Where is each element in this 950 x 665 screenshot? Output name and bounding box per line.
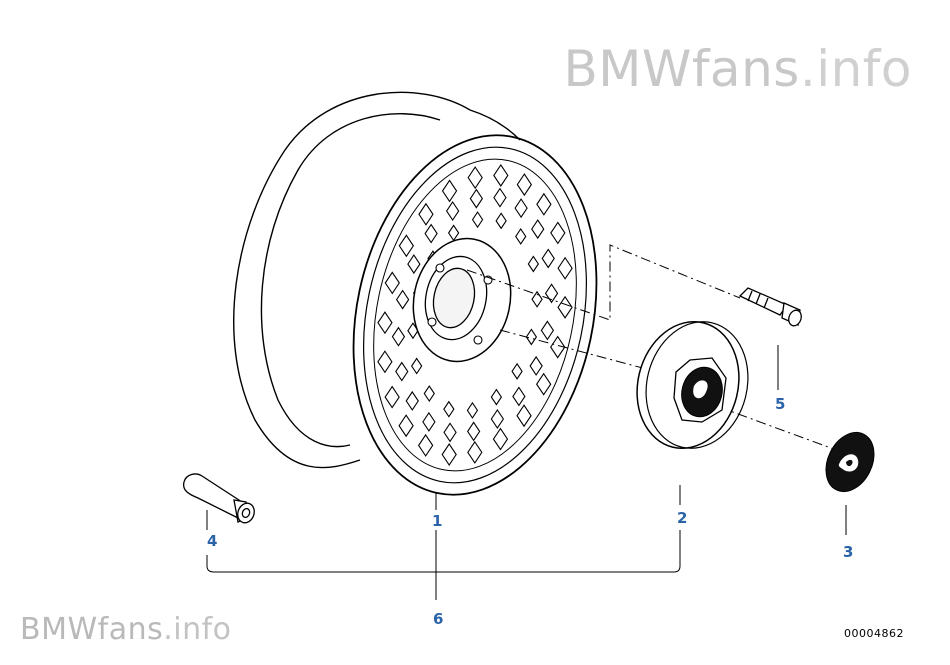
- spoke-opening: [407, 254, 421, 275]
- wheel-bolt: [738, 287, 802, 327]
- spoke-opening: [441, 443, 457, 467]
- spoke-opening: [377, 311, 393, 335]
- spoke-opening: [541, 248, 555, 269]
- spoke-opening: [405, 390, 419, 411]
- spoke-opening: [515, 227, 527, 245]
- spoke-opening: [544, 283, 559, 304]
- spoke-opening: [469, 188, 484, 209]
- watermark-bottom: BMWfans.info: [20, 612, 232, 647]
- spoke-opening: [447, 224, 460, 242]
- spoke-opening: [467, 440, 483, 464]
- leader-lines: [206, 345, 847, 600]
- spoke-opening: [540, 320, 555, 341]
- spoke-opening: [443, 400, 455, 418]
- spoke-opening: [490, 409, 505, 429]
- spoke-opening: [557, 295, 573, 319]
- watermark-top: BMWfans.info: [563, 40, 912, 98]
- spoke-opening: [516, 404, 532, 428]
- spoke-opening: [525, 328, 538, 346]
- spoke-opening: [527, 255, 539, 273]
- spoke-opening: [471, 211, 484, 229]
- spoke-opening: [391, 326, 406, 347]
- callout-2: 2: [677, 509, 688, 527]
- spoke-opening: [377, 350, 393, 374]
- spoke-lattice: [377, 163, 573, 467]
- spoke-opening: [384, 271, 400, 295]
- spoke-opening: [422, 411, 436, 432]
- spoke-opening: [516, 173, 533, 197]
- emblem-badge: [825, 432, 875, 492]
- spoke-opening: [493, 187, 507, 208]
- spoke-opening: [418, 202, 434, 226]
- spoke-opening: [398, 414, 414, 438]
- spoke-opening: [467, 166, 483, 190]
- spoke-opening: [424, 223, 438, 244]
- spoke-opening: [512, 386, 526, 407]
- spoke-opening: [535, 372, 552, 396]
- spoke-opening: [511, 362, 523, 380]
- spoke-opening: [417, 433, 434, 457]
- spoke-opening: [443, 422, 457, 443]
- spoke-opening: [531, 219, 545, 240]
- spoke-opening: [441, 179, 458, 203]
- spoke-opening: [550, 221, 566, 245]
- spoke-opening: [395, 289, 410, 310]
- spoke-opening: [529, 355, 543, 376]
- reference-number: 00004862: [844, 627, 904, 640]
- spoke-opening: [514, 198, 528, 219]
- spoke-opening: [531, 290, 543, 308]
- tyre-valve: [182, 473, 255, 524]
- spoke-opening: [536, 192, 552, 216]
- wheel-hub: [412, 237, 512, 363]
- spoke-opening: [557, 256, 573, 280]
- callout-3: 3: [843, 543, 854, 561]
- callout-1: 1: [432, 512, 443, 530]
- spoke-opening: [492, 427, 509, 451]
- spoke-opening: [466, 401, 479, 419]
- hub-cap: [636, 320, 749, 450]
- spoke-opening: [411, 357, 423, 375]
- spoke-opening: [493, 163, 509, 187]
- spoke-opening: [490, 388, 503, 406]
- spoke-opening: [395, 361, 409, 382]
- callout-6: 6: [433, 610, 444, 628]
- spoke-opening: [550, 335, 566, 359]
- spoke-opening: [423, 385, 435, 403]
- spoke-opening: [466, 421, 481, 442]
- spoke-opening: [384, 385, 400, 409]
- spoke-opening: [495, 212, 507, 230]
- wheel-face: [352, 134, 598, 496]
- spoke-opening: [398, 234, 415, 258]
- callout-4: 4: [207, 532, 218, 550]
- spoke-opening: [445, 201, 460, 221]
- callout-5: 5: [775, 395, 786, 413]
